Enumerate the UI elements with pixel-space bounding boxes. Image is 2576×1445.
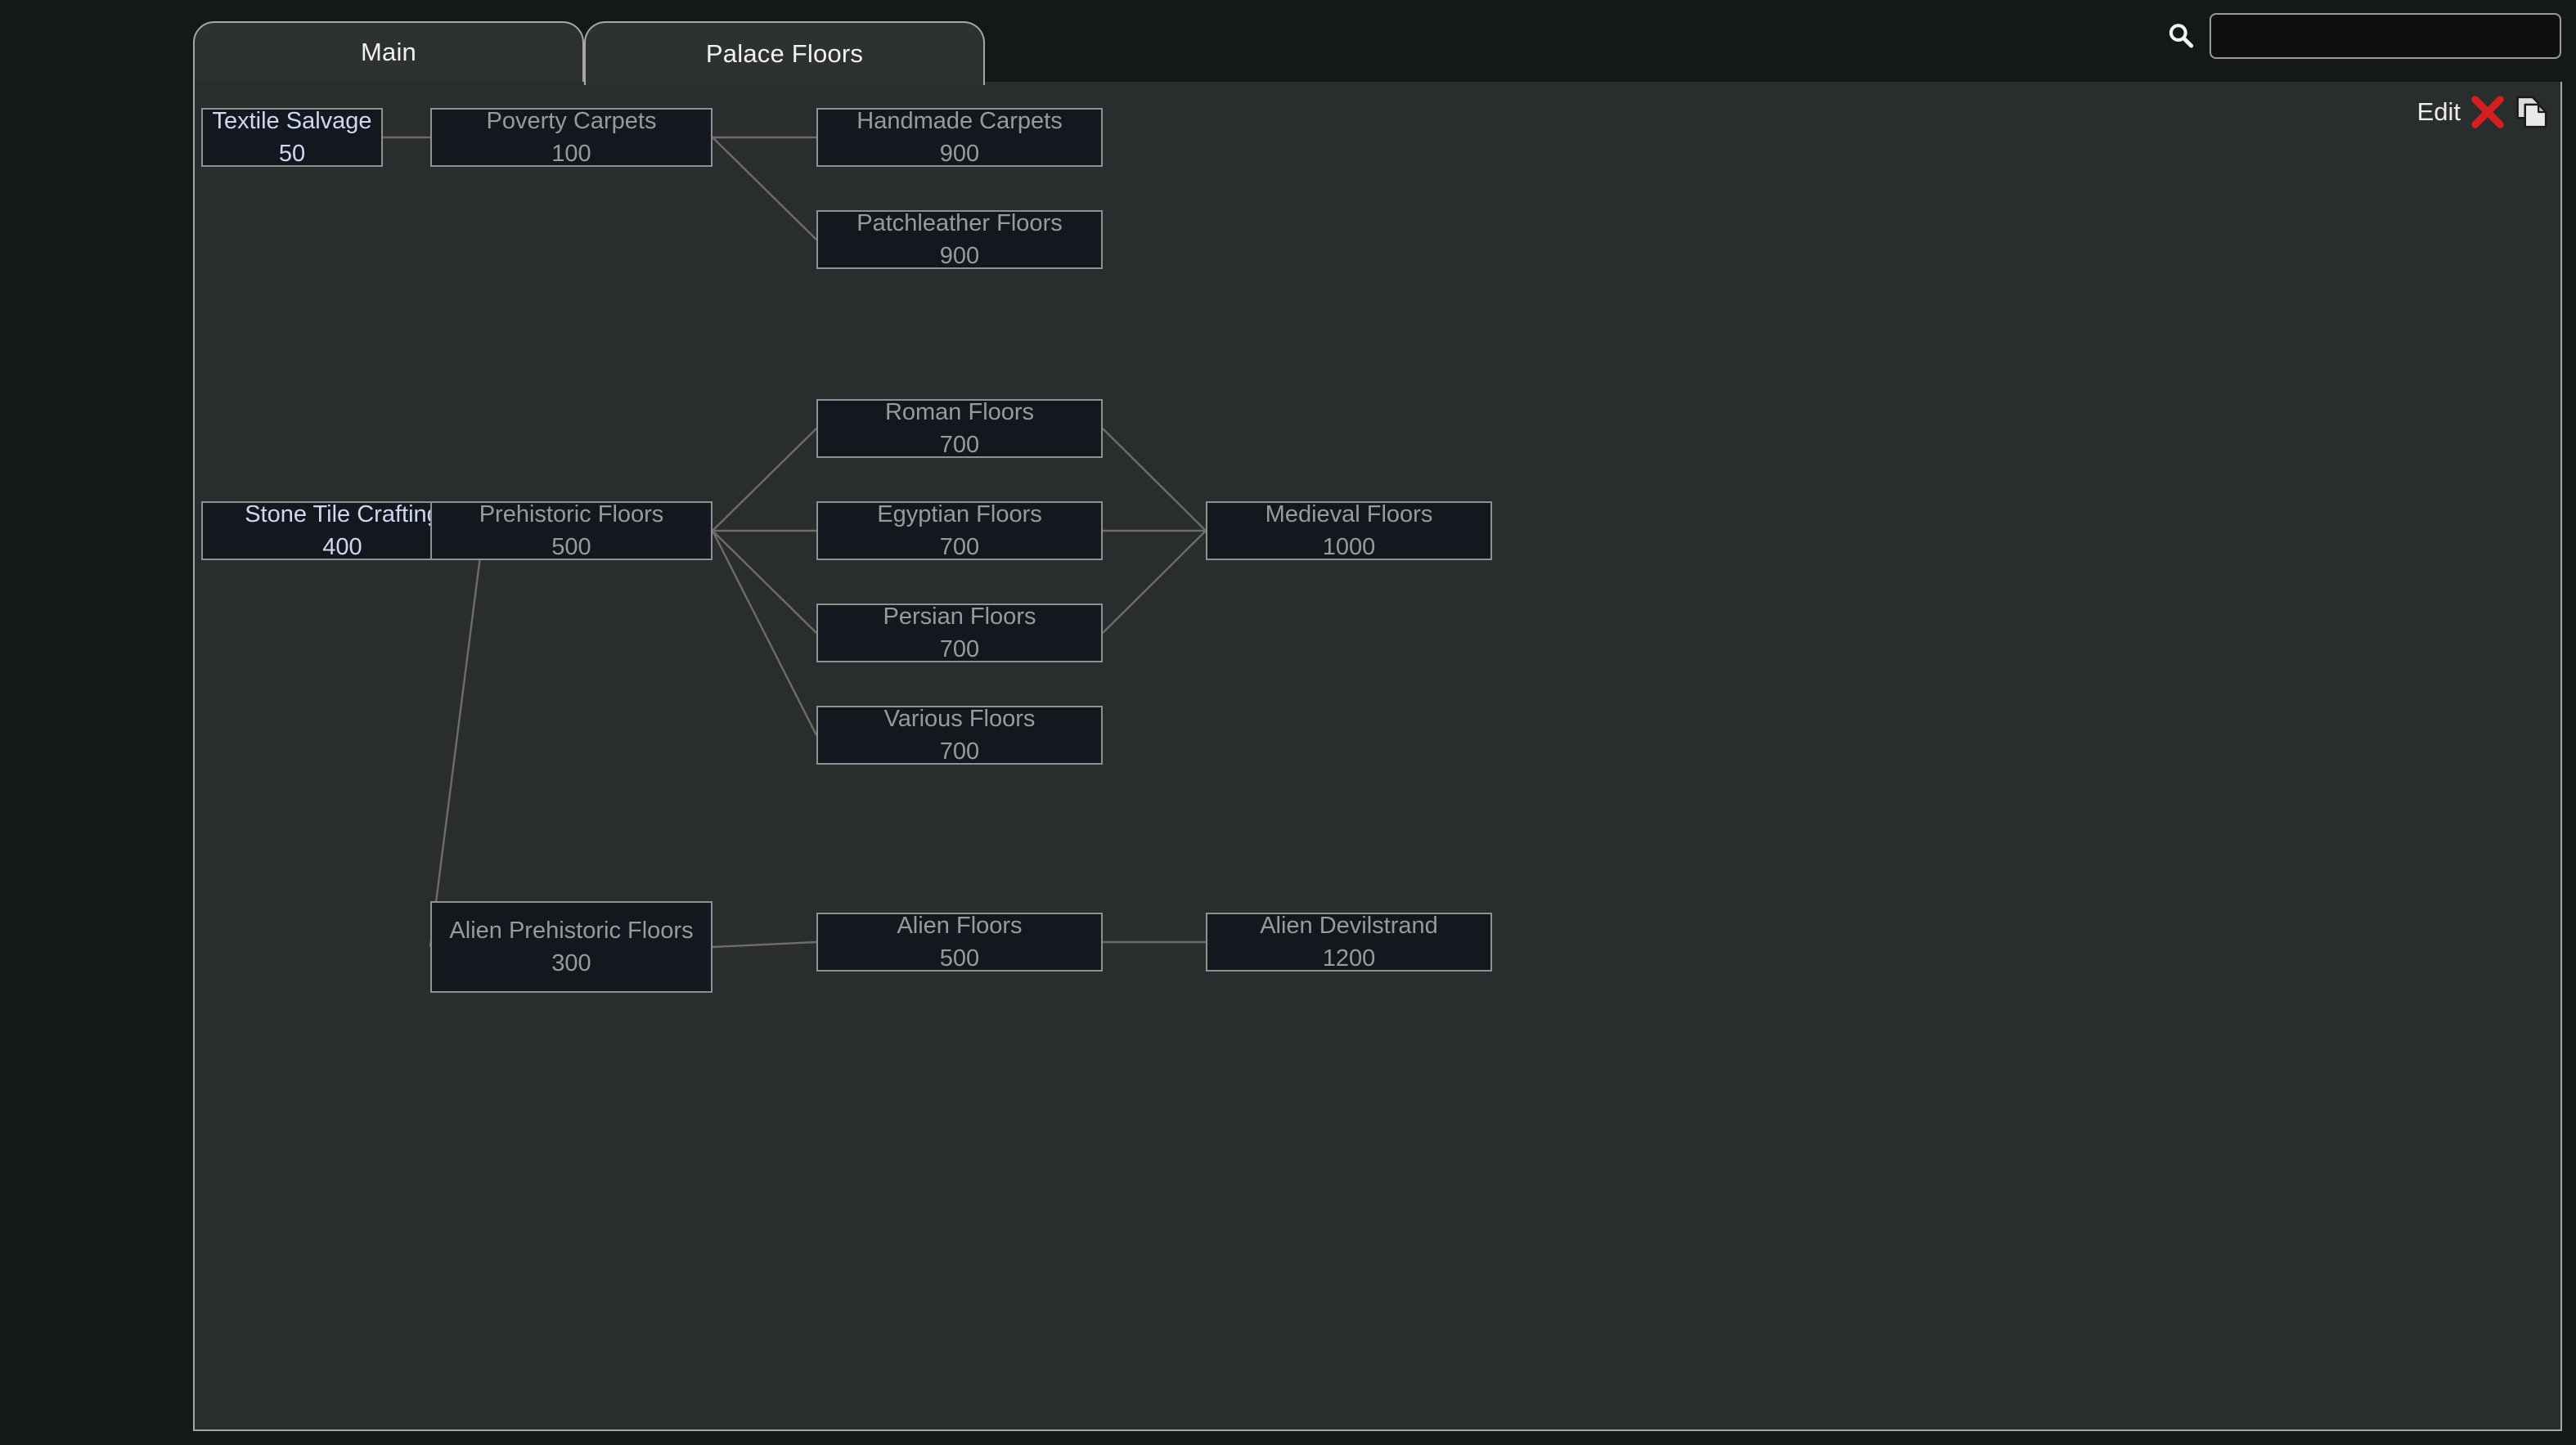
red-x-icon[interactable] <box>2469 93 2506 131</box>
node-cost: 700 <box>939 534 980 560</box>
node-title: Alien Floors <box>897 913 1023 939</box>
edge-persian-floors-to-medieval-floors <box>1102 530 1207 634</box>
node-title: Egyptian Floors <box>877 501 1042 527</box>
tab-palace-floors[interactable]: Palace Floors <box>584 21 985 85</box>
node-title: Alien Prehistoric Floors <box>449 918 694 944</box>
edit-toolbar: Edit <box>2417 93 2547 131</box>
tree-canvas: Textile Salvage 50 Poverty Carpets 100 Handm… <box>195 82 2560 1428</box>
research-node-alien-devilstrand[interactable]: Alien Devilstrand 1200 <box>1206 913 1492 972</box>
edge-prehistoric-floors-to-various-floors <box>711 530 818 736</box>
edge-prehistoric-floors-to-roman-floors <box>712 428 817 532</box>
node-title: Medieval Floors <box>1265 501 1433 527</box>
edge-stone-tile-crafting-to-alien-prehistoric <box>429 530 485 948</box>
edge-roman-floors-to-medieval-floors <box>1102 428 1207 532</box>
node-cost: 400 <box>322 534 362 560</box>
node-title: Patchleather Floors <box>856 210 1063 236</box>
node-cost: 900 <box>939 141 980 167</box>
node-title: Roman Floors <box>884 399 1035 425</box>
research-node-poverty-carpets[interactable]: Poverty Carpets 100 <box>430 108 713 167</box>
node-title: Stone Tile Crafting <box>245 501 440 527</box>
research-node-medieval-floors[interactable]: Medieval Floors 1000 <box>1206 501 1492 560</box>
tab-main[interactable]: Main <box>193 21 584 83</box>
node-cost: 1200 <box>1322 945 1376 972</box>
node-cost: 1000 <box>1322 534 1376 560</box>
node-title: Poverty Carpets <box>486 108 657 134</box>
research-node-alien-floors[interactable]: Alien Floors 500 <box>816 913 1103 972</box>
node-cost: 300 <box>551 950 591 976</box>
edge-layer <box>383 136 1207 949</box>
edit-label[interactable]: Edit <box>2416 97 2461 126</box>
edge-prehistoric-floors-to-persian-floors <box>712 530 817 634</box>
research-node-textile-salvage[interactable]: Textile Salvage 50 <box>201 108 383 167</box>
research-node-alien-prehistoric[interactable]: Alien Prehistoric Floors 300 <box>430 901 713 993</box>
node-cost: 700 <box>939 636 980 662</box>
node-title: Prehistoric Floors <box>479 501 664 527</box>
edge-poverty-carpets-to-patchleather-floors <box>712 137 817 240</box>
node-cost: 700 <box>939 432 980 458</box>
research-node-various-floors[interactable]: Various Floors 700 <box>816 706 1103 765</box>
research-node-prehistoric-floors[interactable]: Prehistoric Floors 500 <box>430 501 713 560</box>
node-cost: 700 <box>939 738 980 765</box>
node-cost: 100 <box>551 141 591 167</box>
node-title: Various Floors <box>883 706 1036 732</box>
node-cost: 50 <box>278 141 306 167</box>
research-panel: Edit Textile Salvage 50 Poverty Carpets 100… <box>193 82 2562 1431</box>
node-title: Textile Salvage <box>212 108 372 134</box>
tab-main-label: Main <box>361 38 416 66</box>
search-icon[interactable] <box>2165 20 2196 52</box>
tab-palace-floors-label: Palace Floors <box>705 39 864 68</box>
tab-bar: Main Palace Floors <box>0 0 2576 85</box>
research-node-patchleather-floors[interactable]: Patchleather Floors 900 <box>816 210 1103 269</box>
node-title: Alien Devilstrand <box>1260 913 1438 939</box>
node-title: Persian Floors <box>883 604 1036 630</box>
node-cost: 500 <box>551 534 591 560</box>
search-area <box>2165 13 2561 59</box>
research-node-handmade-carpets[interactable]: Handmade Carpets 900 <box>816 108 1103 167</box>
node-title: Handmade Carpets <box>856 108 1063 134</box>
edge-alien-prehistoric-to-alien-floors <box>712 940 817 949</box>
node-cost: 500 <box>939 945 980 972</box>
research-node-persian-floors[interactable]: Persian Floors 700 <box>816 604 1103 662</box>
node-cost: 900 <box>939 243 980 269</box>
research-node-egyptian-floors[interactable]: Egyptian Floors 700 <box>816 501 1103 560</box>
search-input[interactable] <box>2210 13 2561 59</box>
copy-pages-icon[interactable] <box>2515 94 2547 130</box>
research-node-roman-floors[interactable]: Roman Floors 700 <box>816 399 1103 458</box>
